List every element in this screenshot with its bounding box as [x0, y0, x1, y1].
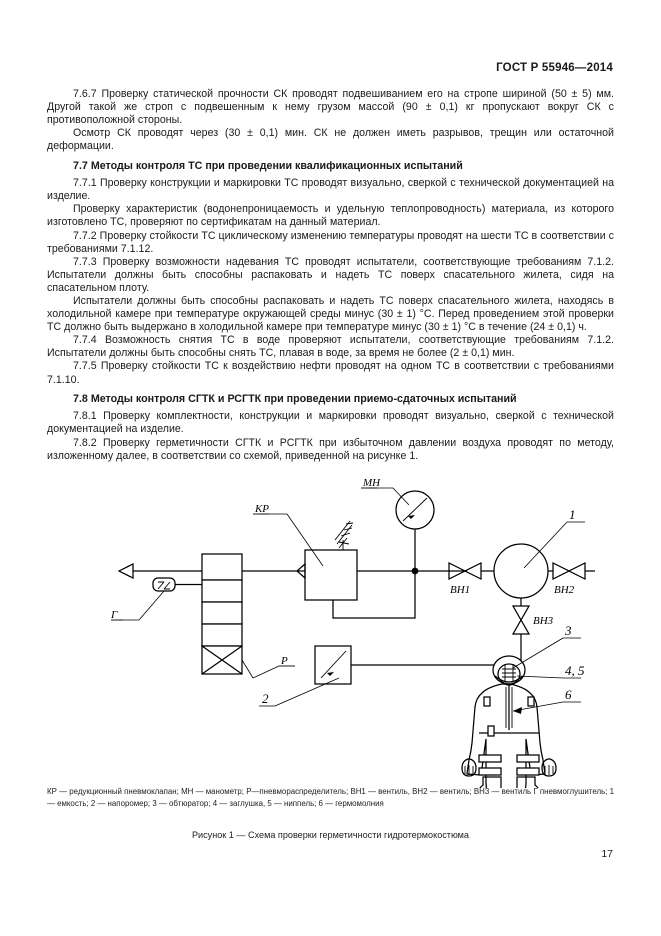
hood-obturator: [492, 655, 526, 685]
label-distributor: Р: [280, 655, 288, 667]
pressure-meter-symbol: [314, 645, 352, 685]
label-item-2: 2: [262, 691, 269, 706]
paragraph-7-7-3b: Испытатели должны быть способны распаков…: [47, 295, 614, 334]
paragraph-7-8-1: 7.8.1 Проверку комплектности, конструкци…: [47, 410, 614, 436]
schematic-svg: .ln{stroke:#000;stroke-width:1.25;fill:n…: [110, 478, 595, 788]
heading-7-8: 7.8 Методы контроля СГТК и РСГТК при про…: [73, 393, 517, 406]
leader-silencer: [119, 590, 165, 621]
label-item-3: 3: [564, 623, 572, 638]
reducing-valve-symbol: [296, 520, 358, 601]
tank-vessel: [493, 543, 549, 599]
paragraph-7-7-5: 7.7.5 Проверку стойкости ТС к воздействи…: [47, 360, 614, 386]
label-item-4-5: 4, 5: [565, 663, 585, 678]
paragraph-7-7-1b: Проверку характеристик (водонепроницаемо…: [47, 203, 614, 229]
label-silencer: Г: [110, 609, 118, 621]
label-item-6: 6: [565, 687, 572, 702]
valve-vn3-symbol: [511, 605, 531, 635]
leader-distributor: [241, 659, 280, 679]
page-number: 17: [601, 848, 613, 860]
drysuit-figure: [461, 681, 557, 788]
paragraph-7-7-3: 7.7.3 Проверку возможности надевания ТС …: [47, 255, 614, 294]
paragraph-7-7-4: 7.7.4 Возможность снятия ТС в воде прове…: [47, 334, 614, 360]
label-valve-vn1: ВН1: [450, 584, 470, 596]
inlet-arrow-icon: [117, 562, 134, 580]
label-valve-vn3: ВН3: [533, 615, 554, 627]
paragraph-7-7-2: 7.7.2 Проверку стойкости ТС циклическому…: [47, 229, 614, 255]
distributor-stack: [201, 553, 243, 675]
valve-vn2-symbol: [552, 561, 595, 581]
figure-1-schematic: .ln{stroke:#000;stroke-width:1.25;fill:n…: [47, 478, 614, 788]
paragraph-inspection: Осмотр СК проводят через (30 ± 0,1) мин.…: [47, 127, 614, 153]
paragraph-7-7-1: 7.7.1 Проверку конструкции и маркировки …: [47, 177, 614, 203]
leader-item6: [512, 701, 581, 712]
leader-item3: [512, 637, 581, 669]
label-valve-vn2: ВН2: [554, 584, 575, 596]
feedback-loop: [332, 571, 416, 619]
figure-caption: Рисунок 1 — Схема проверки герметичности…: [191, 830, 469, 840]
leader-item1: [523, 521, 585, 569]
label-manometer: МН: [362, 478, 381, 489]
label-item-1: 1: [569, 507, 576, 522]
leader-item45: [516, 675, 581, 679]
arrow-item6: [513, 707, 522, 714]
silencer-symbol: [152, 577, 176, 592]
heading-7-7: 7.7 Методы контроля ТС при проведении кв…: [73, 159, 463, 172]
label-reducer: КР: [254, 503, 269, 515]
figure-legend: КР — редукционный пневмоклапан; МН — ман…: [47, 787, 614, 808]
leader-item2: [259, 677, 340, 707]
paragraph-7-6-7: 7.6.7 Проверку статической прочности СК …: [47, 88, 614, 127]
page-header-standard-number: ГОСТ Р 55946—2014: [496, 62, 613, 74]
paragraph-7-8-2: 7.8.2 Проверку герметичности СГТК и РСГТ…: [47, 436, 614, 462]
manometer-gauge: [395, 490, 435, 571]
document-body: 7.6.7 Проверку статической прочности СК …: [47, 88, 614, 463]
